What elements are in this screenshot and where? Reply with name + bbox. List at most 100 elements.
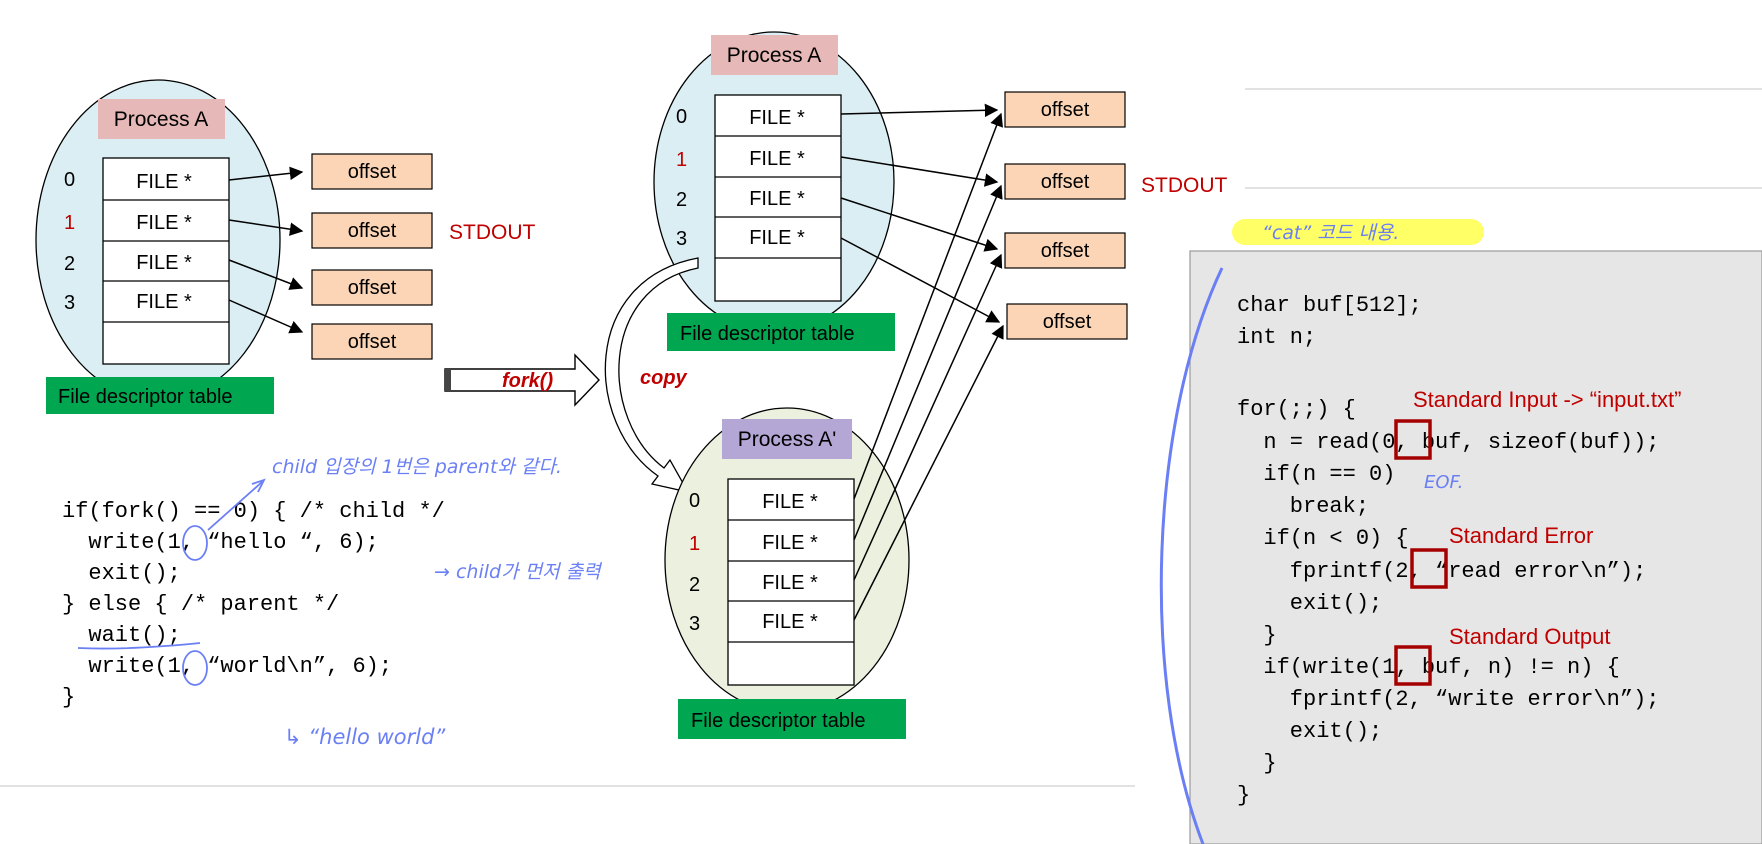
parent-fd-entry: FILE * [749,188,805,210]
child-fd-entry: FILE * [762,611,818,633]
left-offsets: offset offset offset offset [311,153,433,360]
left-table-caption-box [46,377,274,414]
child-process-label-box [722,419,852,459]
parent-fd-table: FILE * FILE * FILE * FILE * [714,94,842,302]
parent-fd-entry: FILE * [749,227,805,249]
stderr-fd-box [1410,548,1448,589]
parent-process-group: Process A FILE * FILE * FILE * FILE * 0 … [653,31,895,351]
cat-tag-label: “cat” 코드 내용. [1262,222,1399,244]
left-fd-number: 1 [64,212,75,234]
copy-label: copy [640,367,688,389]
cat-fd-highlights [1394,419,1448,686]
left-fd-number: 3 [64,292,75,314]
parent-fd-entry: FILE * [749,107,805,129]
fork-label: fork() [502,370,553,392]
handwritten-note-output: → child가 먼저 출력 [434,561,603,583]
child-fd-number: 1 [689,533,700,555]
fork-arrow [444,353,600,407]
fork-code-line: exit(); [62,561,181,586]
fork-code-line: } else { /* parent */ [62,592,339,617]
cat-tag-highlight [1232,219,1484,245]
cat-code-line: } [1237,751,1277,776]
child-fd-number: 2 [689,574,700,596]
shared-offset-label: offset [1041,240,1090,262]
fork-code-pen-marks [77,478,266,686]
parent-fd-number: 2 [676,189,687,211]
cat-code-line: if(n == 0) [1237,462,1395,487]
cat-code-line: fprintf(2, “read error\n”); [1237,559,1646,584]
child-table-caption-box [678,699,906,739]
child-fd-number: 3 [689,613,700,635]
cat-code-line: } [1237,623,1277,648]
annotation-stdin: Standard Input -> “input.txt” [1413,387,1681,412]
left-fd-entry: FILE * [136,291,192,313]
left-process-label-box [98,99,225,139]
annotation-stdout: Standard Output [1449,624,1610,649]
child-process-label: Process A' [738,428,837,451]
left-arrows [228,166,304,334]
handwritten-eof: EOF. [1424,472,1463,493]
child-fd-entry: FILE * [762,491,818,513]
cat-code-line: n = read(0, buf, sizeof(buf)); [1237,430,1659,455]
left-process-group: Process A FILE * FILE * FILE * FILE * 0 … [35,79,281,414]
cat-code-line: char buf[512]; [1237,293,1422,318]
pen-bracket-stroke [1159,267,1224,844]
cat-code-panel [1189,250,1762,844]
left-offset-label: offset [348,220,397,242]
shared-offset-label: offset [1041,99,1090,121]
cat-code-line: int n; [1237,325,1316,350]
stdin-fd-box [1394,419,1432,460]
child-table-caption: File descriptor table [691,710,866,732]
cat-code-line: exit(); [1237,719,1382,744]
cat-code-line: if(n < 0) { [1237,526,1409,551]
fork-code-line: } [62,685,75,710]
fork-code-line: if(fork() == 0) { /* child */ [62,499,445,524]
annotation-stderr: Standard Error [1449,523,1593,548]
parent-fd-number: 0 [676,106,687,128]
right-stdout-label: STDOUT [1141,174,1228,197]
parent-fd-number: 3 [676,228,687,250]
shared-offset-label: offset [1041,171,1090,193]
parent-table-caption-box [667,313,895,351]
left-fd-table: FILE * FILE * FILE * FILE * [102,157,230,365]
copy-arrow [604,257,699,493]
child-arrows [853,112,1004,621]
cat-code-line: fprintf(2, “write error\n”); [1237,687,1659,712]
left-fd-entry: FILE * [136,212,192,234]
parent-table-caption: File descriptor table [680,323,855,345]
cat-code-line: exit(); [1237,591,1382,616]
cat-code-line: for(;;) { [1237,397,1356,422]
parent-fd-entry: FILE * [749,148,805,170]
left-fd-entry: FILE * [136,252,192,274]
parent-arrows [840,103,1001,323]
child-fd-number: 0 [689,490,700,512]
left-offset-label: offset [348,161,397,183]
handwritten-note-result: ↳ “hello world” [284,725,446,749]
left-stdout-label: STDOUT [449,221,536,244]
cat-code-line: } [1237,783,1250,808]
stdout-fd-box [1394,645,1432,686]
cat-code-line: break; [1237,494,1369,519]
left-fd-number: 2 [64,253,75,275]
handwritten-note-child: child 입장의 1번은 parent와 같다. [272,456,562,478]
shared-offset-label: offset [1043,311,1092,333]
parent-process-label-box [711,35,838,75]
fork-code-line: wait(); [62,623,181,648]
parent-fd-number: 1 [676,149,687,171]
fork-code-line: write(1, “hello “, 6); [62,530,379,555]
child-fd-entry: FILE * [762,532,818,554]
child-fd-entry: FILE * [762,572,818,594]
fork-code-block: if(fork() == 0) { /* child */ write(1, “… [62,499,445,710]
shared-offsets: offset offset offset offset [1004,91,1128,340]
left-fd-entry: FILE * [136,171,192,193]
left-offset-label: offset [348,277,397,299]
child-process-group: Process A' FILE * FILE * FILE * FILE * 0… [664,407,910,739]
left-process-label: Process A [114,108,209,131]
fork-code-line: write(1, “world\n”, 6); [62,654,392,679]
parent-process-label: Process A [727,44,822,67]
left-table-caption: File descriptor table [58,386,233,408]
child-fd-table: FILE * FILE * FILE * FILE * [727,478,855,686]
left-offset-label: offset [348,331,397,353]
left-fd-number: 0 [64,169,75,191]
